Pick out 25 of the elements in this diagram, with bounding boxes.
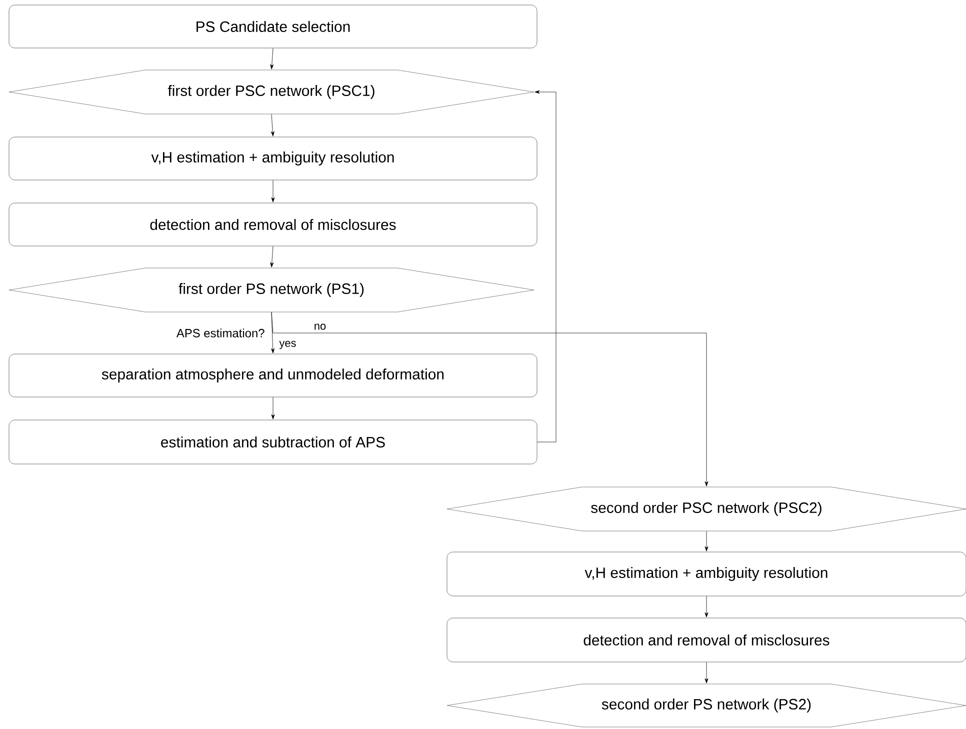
process-box: detection and removal of misclosures (446, 618, 966, 662)
arrow (704, 531, 708, 552)
arrow (271, 312, 275, 354)
hexagon-node: first order PS network (PS1) (8, 268, 534, 312)
hexagon-node: first order PSC network (PSC1) (8, 70, 534, 114)
arrow (270, 48, 274, 70)
arrow (704, 596, 708, 618)
decision-label: APS estimation? (176, 328, 264, 338)
arrow (271, 180, 275, 202)
arrow (704, 662, 708, 684)
process-box: separation atmosphere and unmodeled deformation (8, 354, 538, 398)
arrow (271, 312, 708, 486)
process-box: PS Candidate selection (8, 4, 538, 48)
arrow (534, 90, 556, 442)
process-box: v,H estimation + ambiguity resolution (446, 552, 966, 596)
edge-label: no (312, 322, 328, 331)
hexagon-node: second order PSC network (PSC2) (446, 486, 966, 532)
edge-label: yes (278, 340, 298, 350)
process-box: detection and removal of misclosures (8, 202, 538, 246)
arrow (271, 397, 275, 420)
process-box: estimation and subtraction of APS (8, 420, 538, 464)
arrow (270, 246, 274, 268)
hexagon-node: second order PS network (PS2) (446, 684, 966, 728)
process-box: v,H estimation + ambiguity resolution (8, 136, 538, 180)
arrow (270, 114, 274, 136)
